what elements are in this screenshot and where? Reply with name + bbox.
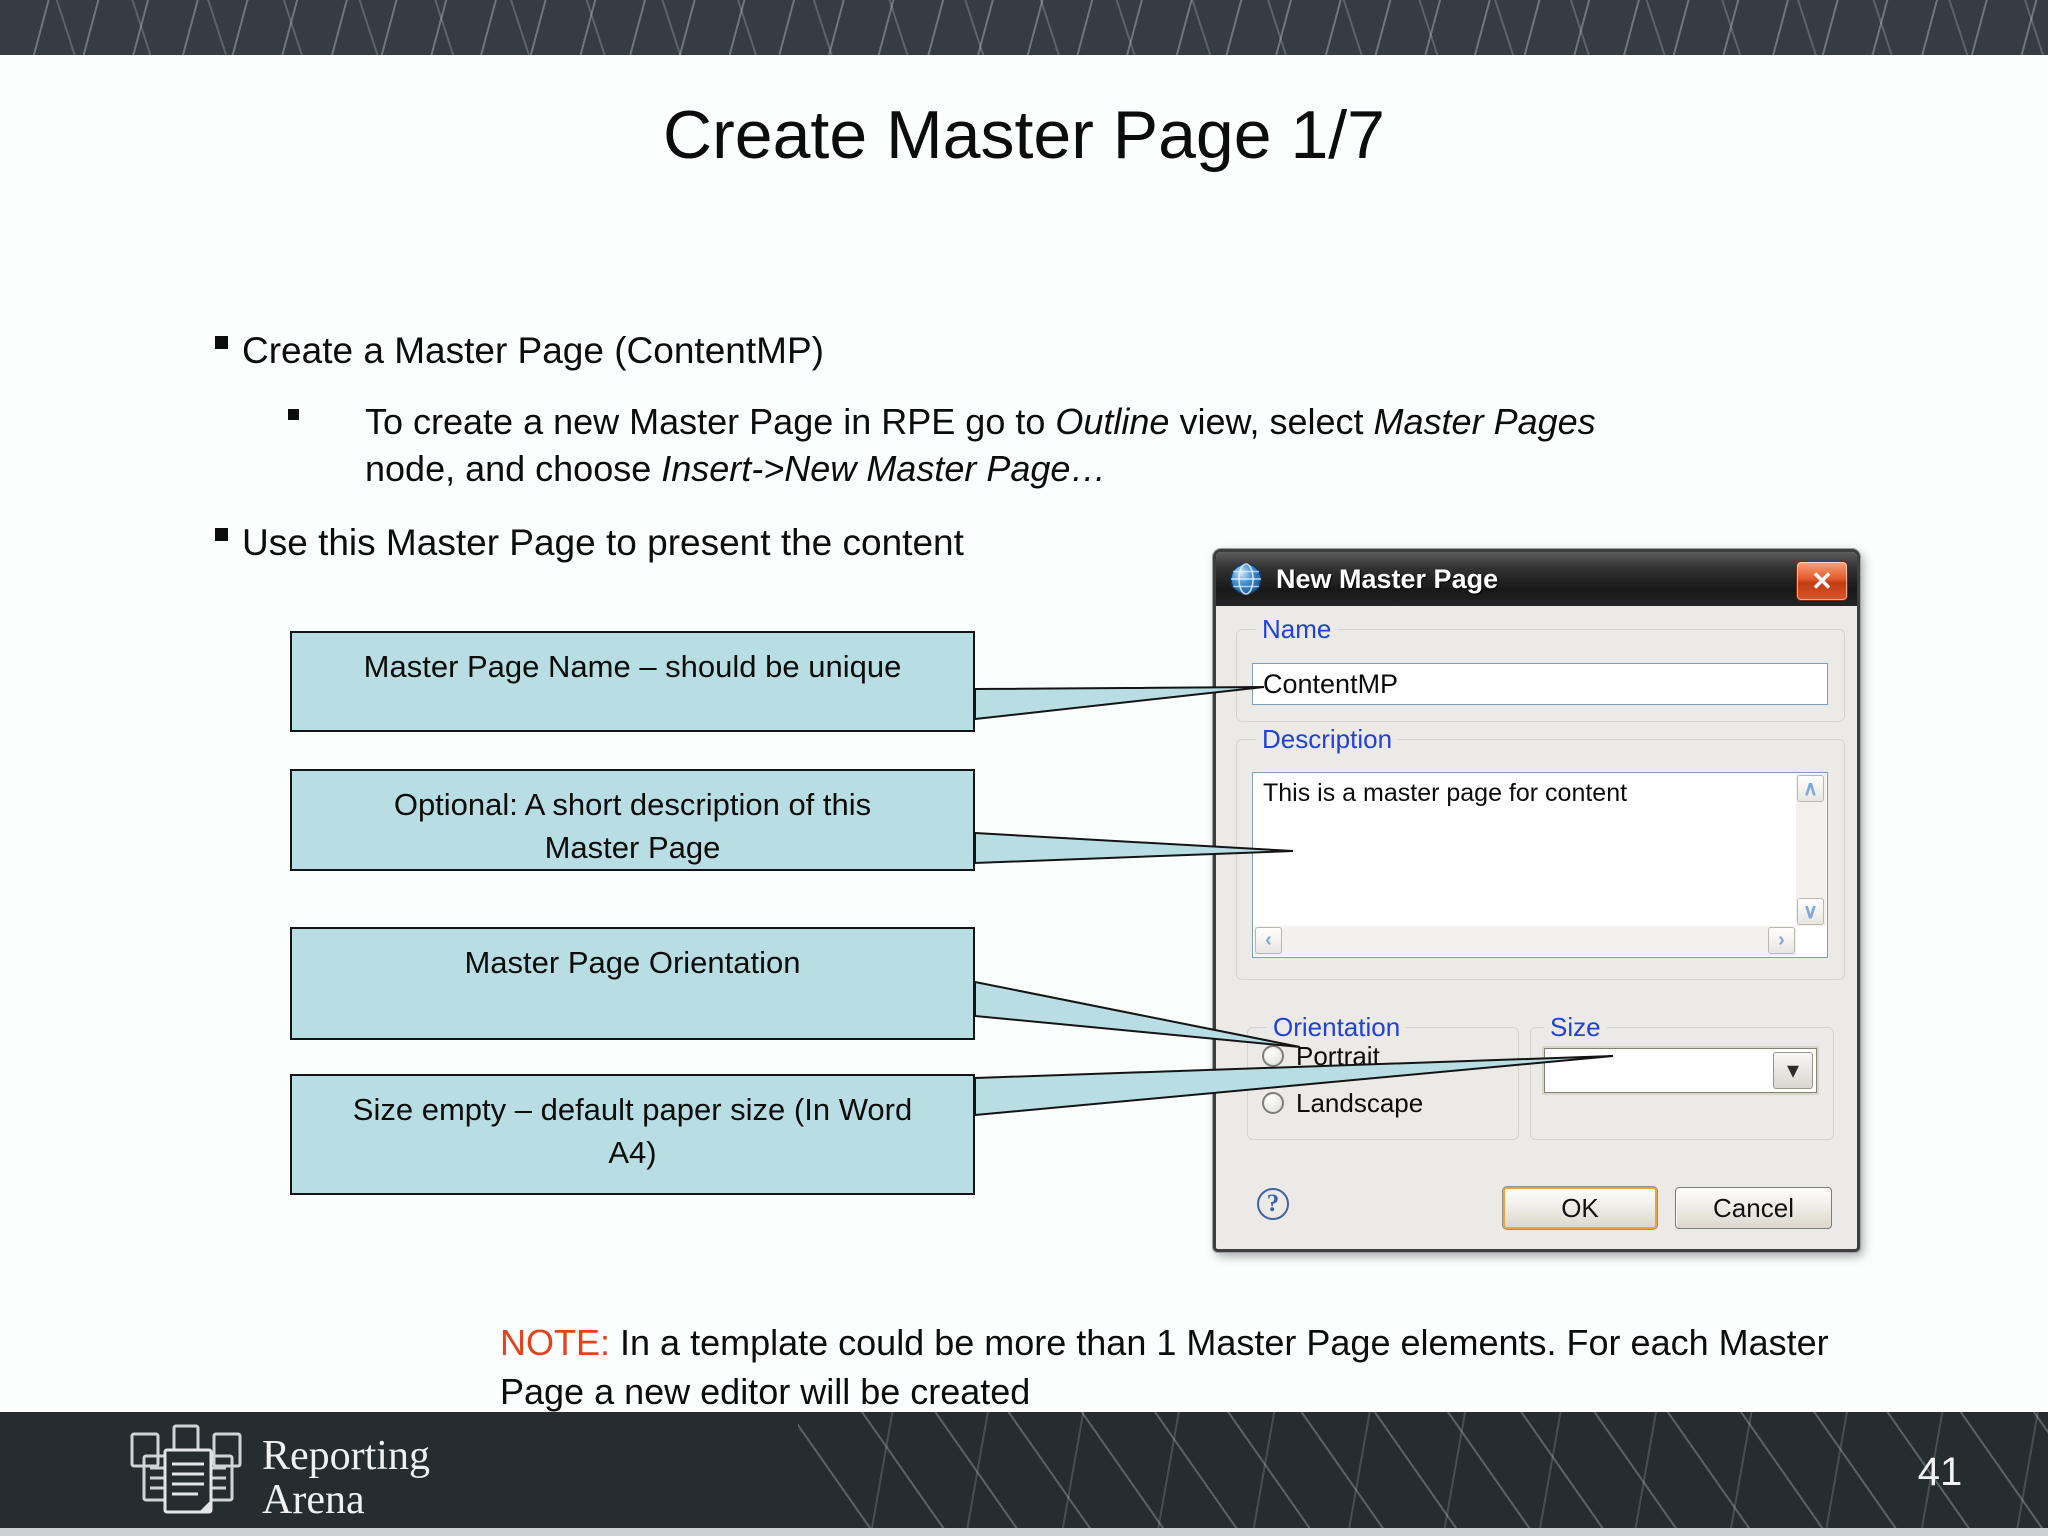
- bullet-create-master-page: Create a Master Page (ContentMP): [215, 330, 824, 372]
- dialog-titlebar[interactable]: New Master Page ✕: [1216, 552, 1857, 606]
- cancel-button[interactable]: Cancel: [1675, 1187, 1832, 1229]
- portrait-radio[interactable]: [1262, 1045, 1284, 1067]
- footer-bar: [0, 1412, 2048, 1528]
- scroll-left-icon[interactable]: ‹: [1255, 927, 1282, 954]
- note-label: NOTE:: [500, 1322, 611, 1363]
- name-label: Name: [1256, 614, 1338, 645]
- footer-wireframe-pattern: [798, 1412, 2048, 1528]
- portrait-radio-label[interactable]: Portrait: [1296, 1041, 1380, 1071]
- description-label: Description: [1256, 724, 1399, 755]
- description-value: This is a master page for content: [1263, 779, 1628, 807]
- scroll-down-icon[interactable]: ∨: [1797, 898, 1824, 925]
- size-value: [1545, 1049, 1553, 1079]
- sub-bullet-how-to-create: To create a new Master Page in RPE go to…: [288, 398, 1596, 492]
- horizontal-scrollbar[interactable]: ‹ ›: [1254, 926, 1796, 956]
- bullet-square-icon: [215, 528, 228, 541]
- landscape-radio[interactable]: [1262, 1092, 1284, 1114]
- dialog-title: New Master Page: [1276, 563, 1499, 594]
- reporting-arena-logo-icon: [130, 1424, 242, 1514]
- sub-bullet-line2: node, and choose Insert->New Master Page…: [365, 448, 1107, 489]
- bullet-square-icon: [215, 336, 228, 349]
- name-input[interactable]: ContentMP: [1252, 663, 1828, 705]
- new-master-page-dialog: New Master Page ✕ Name ContentMP Descrip…: [1213, 549, 1860, 1252]
- scroll-right-icon[interactable]: ›: [1768, 927, 1795, 954]
- callout-orientation: Master Page Orientation: [290, 927, 975, 1040]
- name-value: ContentMP: [1263, 668, 1399, 699]
- ok-button[interactable]: OK: [1503, 1187, 1657, 1229]
- vertical-scrollbar[interactable]: ∧ ∨: [1796, 774, 1826, 926]
- orientation-label: Orientation: [1267, 1012, 1407, 1043]
- top-decor-bar: [0, 0, 2048, 55]
- footer-bottom-strip: [0, 1528, 2048, 1536]
- note-paragraph: NOTE: In a template could be more than 1…: [500, 1322, 1829, 1412]
- size-combobox[interactable]: ▾: [1544, 1048, 1817, 1093]
- close-icon[interactable]: ✕: [1796, 561, 1848, 601]
- callout-size: Size empty – default paper size (In Word…: [290, 1074, 975, 1195]
- description-textarea[interactable]: This is a master page for content ∧ ∨ ‹ …: [1252, 772, 1828, 958]
- help-icon[interactable]: ?: [1257, 1188, 1289, 1220]
- bullet-square-icon: [288, 409, 299, 420]
- page-title: Create Master Page 1/7: [663, 97, 1385, 173]
- slide-number: 41: [1917, 1450, 1963, 1494]
- bullet-use-master-page: Use this Master Page to present the cont…: [215, 522, 964, 564]
- name-group: [1236, 629, 1845, 722]
- scroll-up-icon[interactable]: ∧: [1797, 775, 1824, 802]
- brand-text: Reporting Arena: [262, 1433, 430, 1523]
- sub-bullet-line1: To create a new Master Page in RPE go to…: [365, 401, 1596, 442]
- chevron-down-icon[interactable]: ▾: [1773, 1052, 1813, 1089]
- callout-master-page-name: Master Page Name – should be unique: [290, 631, 975, 732]
- landscape-radio-label[interactable]: Landscape: [1296, 1088, 1424, 1118]
- app-globe-icon: [1230, 563, 1262, 595]
- size-label: Size: [1544, 1012, 1607, 1043]
- orientation-group: [1247, 1027, 1519, 1140]
